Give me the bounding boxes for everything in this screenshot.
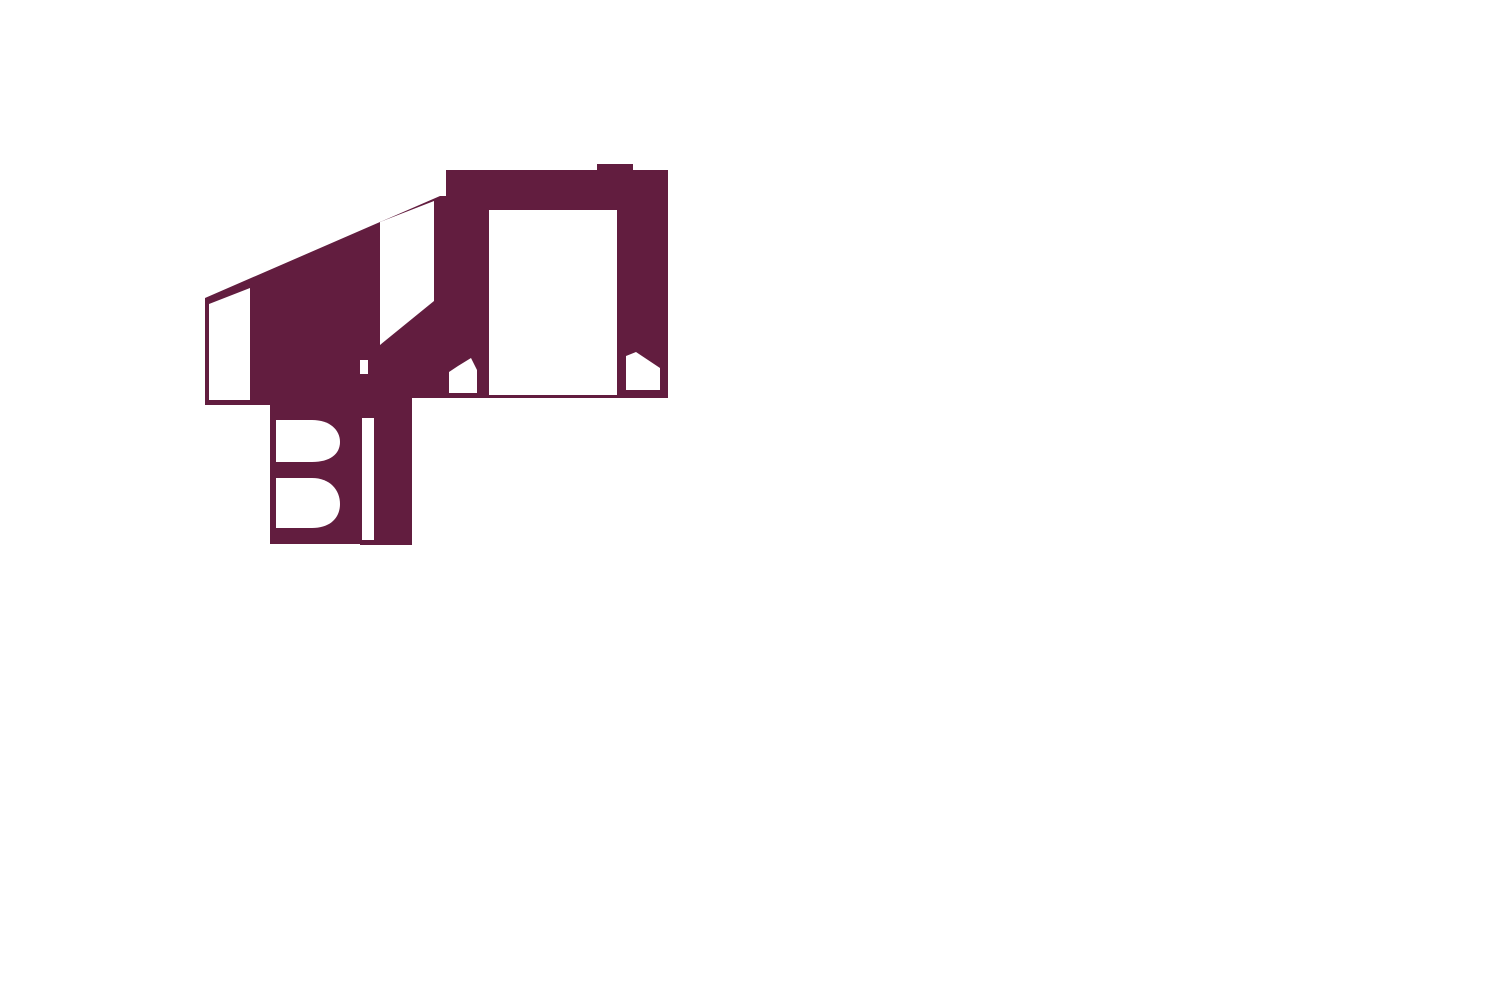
- toilet-icon: [276, 478, 340, 528]
- toilet-icon: [276, 420, 340, 462]
- corridor-gap: [360, 360, 368, 374]
- window-opening-icon: [380, 201, 434, 345]
- window-opening-icon: [209, 288, 250, 400]
- door-opening-icon: [489, 210, 617, 395]
- top-notch: [597, 164, 633, 172]
- corridor-opening: [362, 418, 374, 540]
- storage-unit-icon: [626, 352, 660, 390]
- storage-unit-icon: [449, 358, 477, 393]
- plan-voids: [209, 201, 660, 540]
